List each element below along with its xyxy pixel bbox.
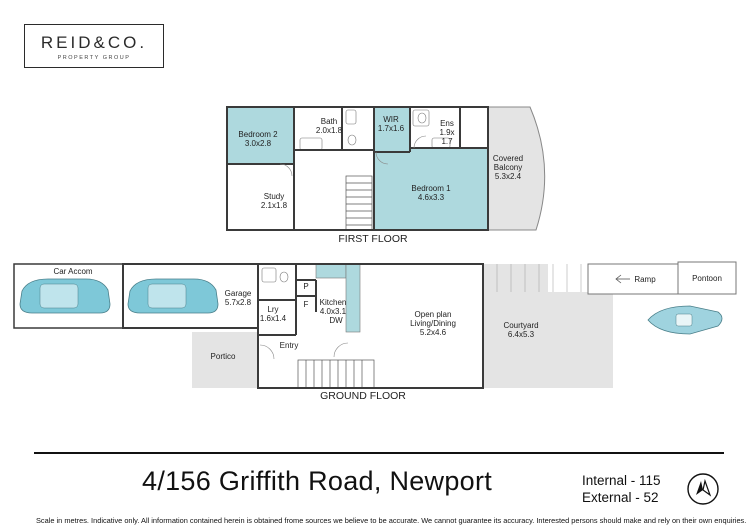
size-bedroom-1: 4.6x3.3 [418,193,445,202]
room-wir [374,107,410,152]
label-pontoon: Pontoon [692,274,722,283]
first-floor-walls [226,106,489,231]
room-courtyard [483,264,548,388]
first-floor: Bedroom 2 3.0x2.8 Bath 2.0x1.8 WIR 1.7x1… [226,106,546,245]
label-dishwasher: DW [329,316,343,325]
logo: REID&CO. PROPERTY GROUP [24,24,164,68]
size-balcony: 5.3x2.4 [495,172,522,181]
ground-floor: Car Accom Garage 5.7x2.8 Lry 1.6x1.4 Kit… [13,261,737,402]
first-floor-labels: Bedroom 2 3.0x2.8 Bath 2.0x1.8 WIR 1.7x1… [238,115,523,245]
ramp [587,263,679,295]
property-address: 4/156 Griffith Road, Newport [142,466,493,496]
courtyard-deck-lines [496,264,582,292]
label-bath: Bath [321,117,337,126]
kitchen-bench [315,263,347,279]
kitchen-bench-side [345,263,361,333]
laundry-fixtures [261,267,289,283]
stair-ground [297,359,375,389]
size-living: 5.2x4.6 [420,328,447,337]
size-courtyard: 6.4x5.3 [508,330,535,339]
pontoon [677,261,737,295]
size-ens-2: 1.7 [441,137,453,146]
size-kitchen: 4.0x3.1 [320,307,347,316]
car-icon [19,278,111,314]
ground-floor-labels: Car Accom Garage 5.7x2.8 Lry 1.6x1.4 Kit… [53,267,721,402]
boat-icon [647,305,723,335]
stair-first [345,175,373,231]
room-portico [192,332,257,388]
label-balcony-2: Balcony [494,163,522,172]
size-garage: 5.7x2.8 [225,298,252,307]
size-laundry: 1.6x1.4 [260,314,287,323]
label-fridge: F [304,300,309,309]
label-wir: WIR [383,115,399,124]
label-entry: Entry [280,341,299,350]
label-ramp: Ramp [634,275,656,284]
label-study: Study [264,192,284,201]
external-area: External - 52 [582,490,659,505]
brand-tagline: PROPERTY GROUP [57,55,131,61]
arrow-left-icon [615,274,630,284]
first-floor-title: FIRST FLOOR [338,233,408,245]
label-courtyard: Courtyard [503,321,538,330]
label-garage: Garage [225,289,252,298]
room-covered-balcony [487,106,546,231]
size-study: 2.1x1.8 [261,201,288,210]
label-laundry: Lry [267,305,278,314]
room-bedroom-2 [227,107,294,164]
label-portico: Portico [211,352,236,361]
brand-name: REID&CO. [40,33,148,52]
label-bedroom-1: Bedroom 1 [411,184,451,193]
label-bedroom-2: Bedroom 2 [238,130,278,139]
floor-plan: Bedroom 2 3.0x2.8 Bath 2.0x1.8 WIR 1.7x1… [13,106,737,402]
size-wir: 1.7x1.6 [378,124,405,133]
ground-floor-doors [259,342,349,360]
label-kitchen: Kitchen [320,298,347,307]
ground-floor-title: GROUND FLOOR [320,390,406,402]
north-arrow-icon [687,473,719,505]
label-ens: Ens [440,119,454,128]
size-bath: 2.0x1.8 [316,126,343,135]
internal-area: Internal - 115 [582,473,661,488]
label-living-1: Open plan [415,310,452,319]
label-pantry: P [303,282,308,291]
label-balcony-1: Covered [493,154,523,163]
size-ens-1: 1.9x [439,128,454,137]
footer-divider [34,452,724,454]
disclaimer: Scale in metres. Indicative only. All in… [36,516,747,525]
size-bedroom-2: 3.0x2.8 [245,139,272,148]
room-bedroom-1 [374,148,488,230]
first-floor-doors [279,135,427,177]
bath-fixtures [299,109,451,151]
courtyard-deck [548,292,613,388]
car-icon [127,278,219,314]
ground-floor-walls [122,263,484,389]
label-living-2: Living/Dining [410,319,456,328]
label-car-accom: Car Accom [53,267,92,276]
